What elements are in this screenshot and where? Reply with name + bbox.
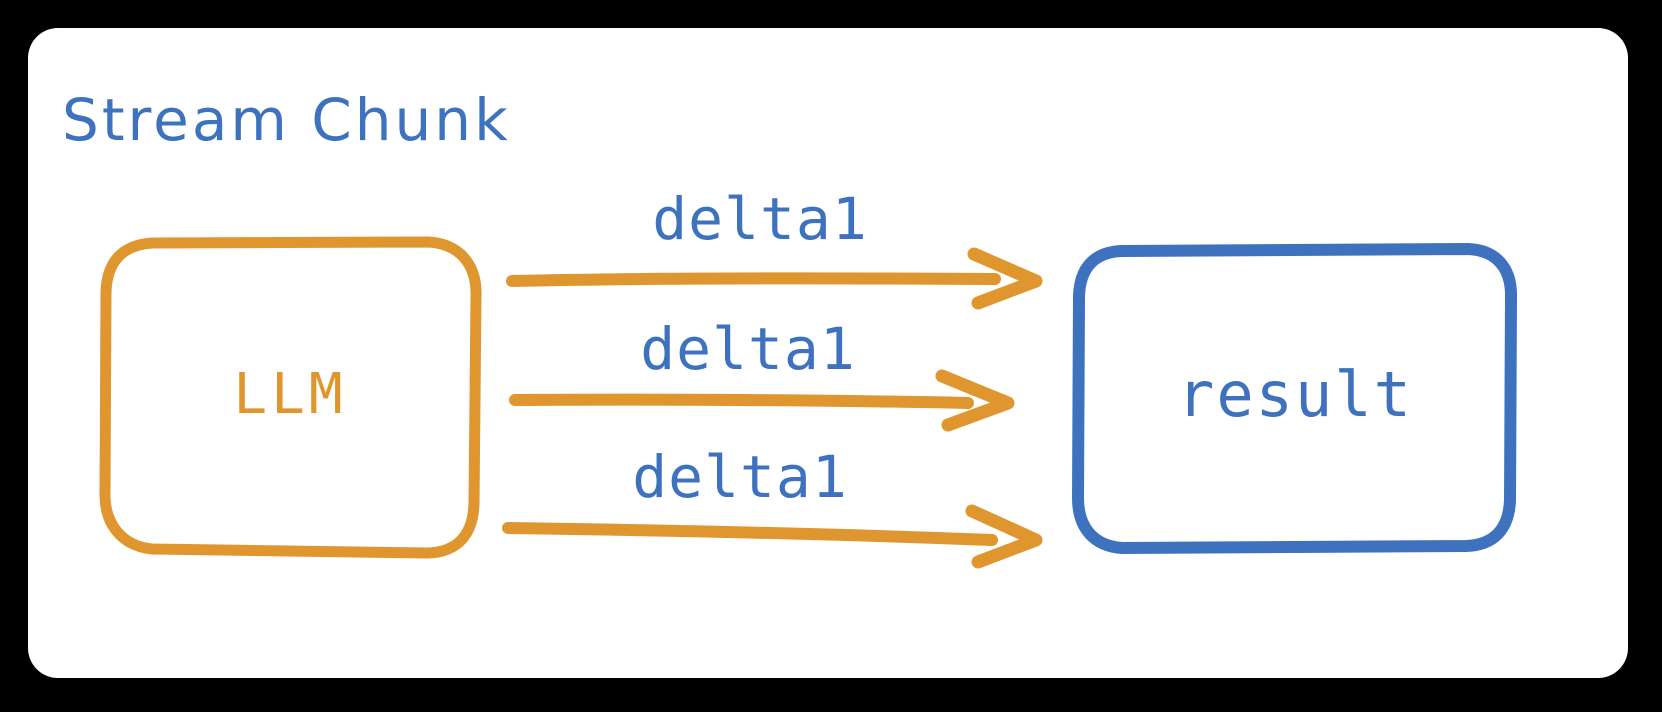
edge-2-label: delta1 [640,315,856,383]
edge-1-label: delta1 [652,185,868,253]
page-title: Stream Chunk [62,86,511,154]
node-llm-label: LLM [233,362,347,427]
edge-3-label: delta1 [632,443,848,511]
node-result-label: result [1177,358,1413,431]
